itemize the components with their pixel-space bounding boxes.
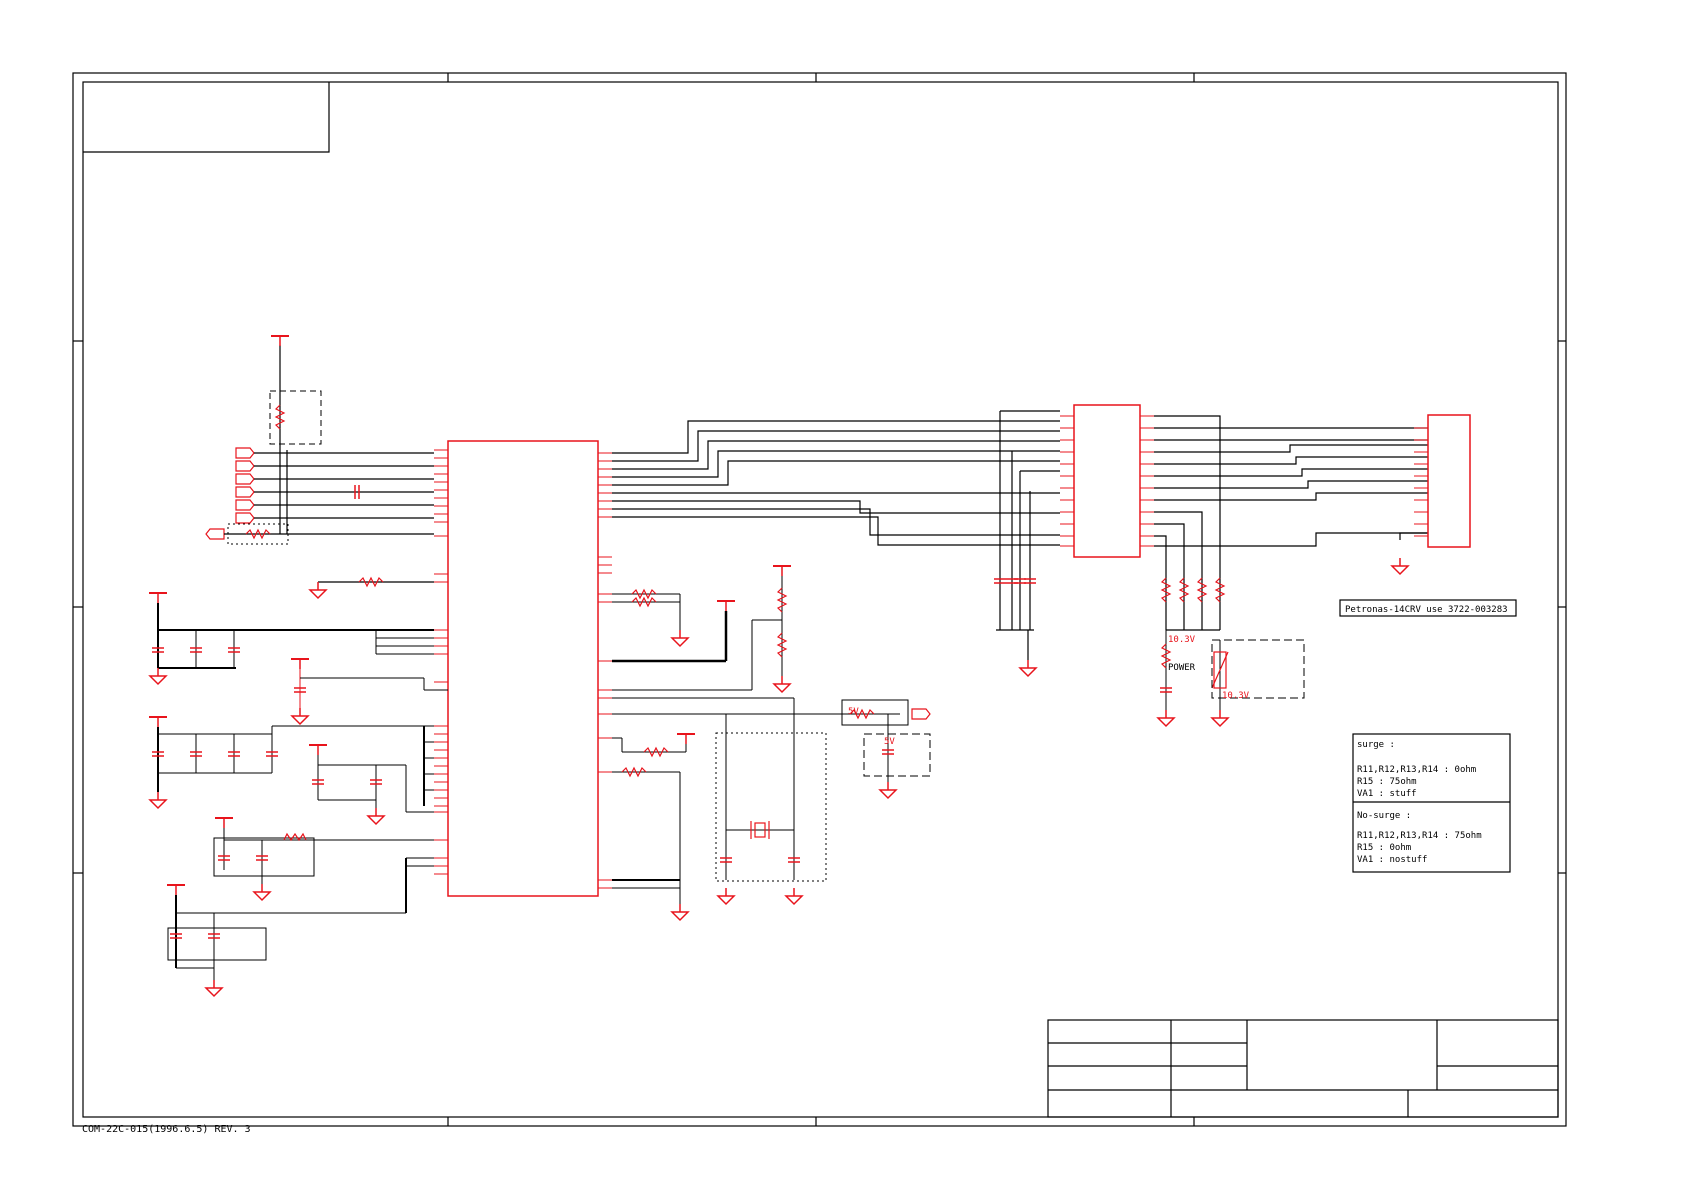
- nosurge-line-3: VA1 : nostuff: [1357, 855, 1427, 865]
- nosurge-title: No-surge :: [1357, 811, 1411, 821]
- power-label: POWER: [1168, 663, 1196, 673]
- bus-to-connector: [1154, 415, 1428, 631]
- bus-to-middle-ic: [612, 410, 1060, 660]
- voltage-label-a: 10.3V: [1168, 635, 1196, 645]
- input-wires: [224, 345, 434, 535]
- surge-option-table: surge : R11,R12,R13,R14 : 0ohm R15 : 75o…: [1352, 733, 1511, 873]
- varistor-dashed-box: [1211, 639, 1305, 699]
- decoupling-bank-2: [290, 658, 448, 725]
- middle-ic-pins: [1060, 415, 1154, 547]
- main-ic-right-pins: [598, 452, 612, 889]
- decoupling-bank-3: [148, 716, 434, 809]
- bottom-cap-pair: [166, 857, 434, 997]
- ic-right-circuits: 5V 5V: [612, 565, 931, 921]
- connector-note-text: Petronas-14CRV use 3722-003283: [1345, 605, 1508, 615]
- output-connector-pins: [1414, 427, 1428, 537]
- surge-line-3: VA1 : stuff: [1357, 789, 1417, 799]
- surge-title: surge :: [1357, 740, 1395, 750]
- input-port-arrows: [205, 447, 255, 540]
- drawing-frame: [72, 72, 1567, 1127]
- output-connector: [1427, 414, 1471, 548]
- decoupling-bank-1: [148, 592, 434, 685]
- lc-filter: [213, 817, 434, 901]
- sheet-footer-text: COM-22C-015(1996.6.5) REV. 3: [82, 1124, 251, 1135]
- middle-ic: [1073, 404, 1141, 558]
- five-volt-label-2: 5V: [884, 737, 895, 747]
- main-ic: [447, 440, 599, 897]
- surge-line-1: R11,R12,R13,R14 : 0ohm: [1357, 765, 1476, 775]
- surge-line-2: R15 : 75ohm: [1357, 777, 1417, 787]
- input-dotted-box: [227, 523, 289, 545]
- nosurge-line-2: R15 : 0ohm: [1357, 843, 1411, 853]
- connector-note: Petronas-14CRV use 3722-003283: [1339, 599, 1517, 617]
- power-section: 10.3V 10.3V POWER: [1157, 630, 1305, 727]
- crystal-dotted-box: [715, 732, 827, 882]
- nosurge-line-1: R11,R12,R13,R14 : 75ohm: [1357, 831, 1482, 841]
- main-ic-left-pins: [434, 449, 448, 875]
- five-volt-label-1: 5V: [848, 707, 859, 717]
- series-resistors: [1161, 577, 1225, 603]
- title-block: [1047, 1019, 1559, 1118]
- decoupling-bank-4: [308, 744, 434, 825]
- pullup-dashed-box: [269, 390, 322, 445]
- voltage-label-b: 10.3V: [1222, 691, 1250, 701]
